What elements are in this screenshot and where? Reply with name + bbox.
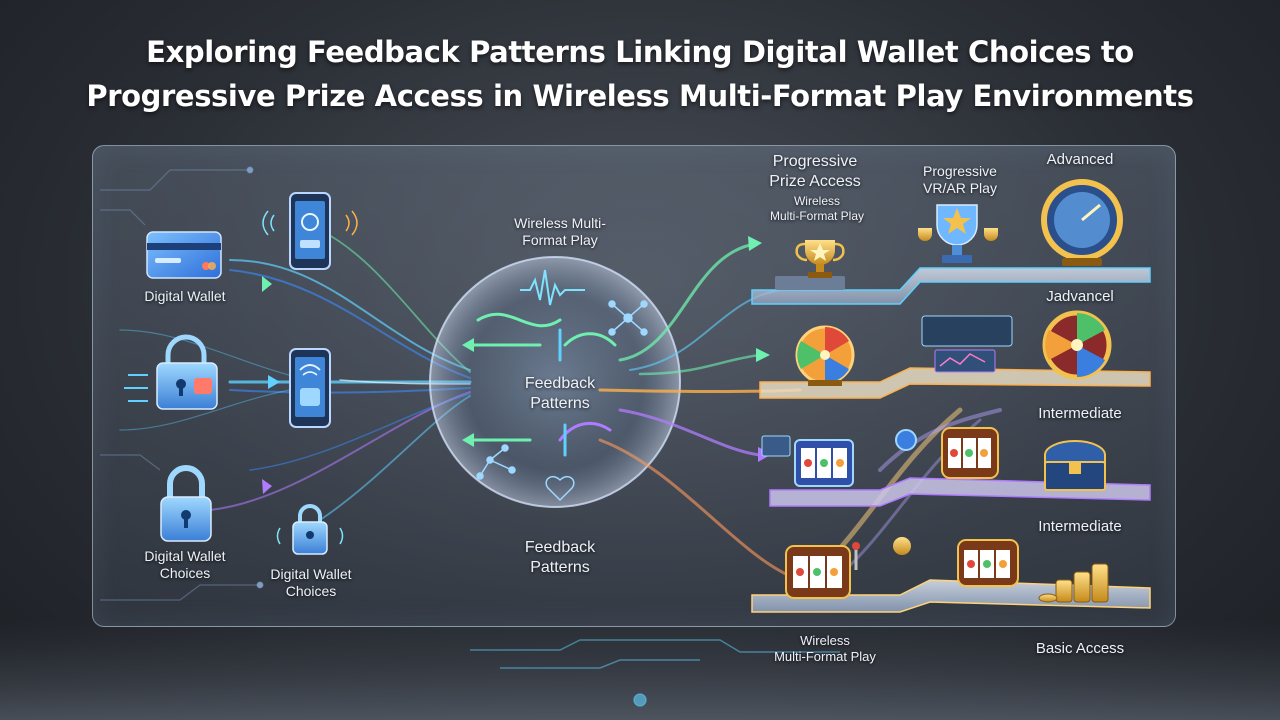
hub-inner-arrows (462, 312, 617, 457)
below-line2: Patterns (530, 559, 590, 576)
floor-circuit-lines (470, 639, 840, 707)
level-advanced: Advanced (1046, 151, 1114, 168)
waveform-icon (520, 269, 585, 306)
advanced-gauge-icon (1041, 179, 1123, 266)
label-progressive-prize-access: Progressive Prize Access (750, 152, 880, 192)
wireless-small-line2: Multi-Format Play (769, 209, 864, 223)
slot-machine-2-icon (941, 427, 999, 479)
nfc-phone-icon (289, 348, 331, 428)
small-padlock-icon (276, 504, 344, 555)
circuit-traces (100, 166, 264, 601)
label-feedback-patterns-center: Feedback Patterns (490, 374, 630, 414)
below-line1: Feedback (524, 539, 596, 556)
vr-line1: Progressive (923, 163, 997, 179)
heart-circuit-icon (545, 476, 575, 502)
page-title: Exploring Feedback Patterns Linking Digi… (0, 30, 1280, 118)
label-wallet-choices-b: Digital Wallet Choices (248, 566, 374, 600)
level-basic-access: Basic Access (1035, 640, 1125, 657)
bottom-wireless-line1: Wireless (800, 633, 850, 648)
label-digital-wallet: Digital Wallet (144, 288, 226, 304)
label-wireless-small: Wireless Multi-Format Play (752, 194, 882, 224)
smartphone-icon (262, 192, 358, 270)
wireless-line2: Format Play (522, 232, 598, 248)
network-cluster-icon (476, 444, 516, 480)
bottom-wireless-line2: Multi-Format Play (774, 649, 876, 664)
network-node-icon (608, 300, 648, 336)
padlock-card-icon (124, 334, 218, 410)
prize-wheel-icon (795, 325, 855, 386)
level-intermediate-2: Intermediate (1038, 518, 1122, 535)
gold-coins-icon (1038, 563, 1109, 603)
tier-platform-top (751, 267, 1151, 305)
slot-machine-4-icon (957, 539, 1019, 587)
wallet-choices-b-line2: Choices (285, 583, 337, 599)
title-line-2: Progressive Prize Access in Wireless Mul… (86, 79, 1194, 113)
label-bottom-wireless: Wireless Multi-Format Play (755, 633, 895, 665)
label-wireless-multi-format: Wireless Multi- Format Play (490, 215, 630, 249)
trophy-icon (795, 240, 845, 278)
label-progressive-vr-ar: Progressive VR/AR Play (900, 163, 1020, 197)
advanced-wheel-icon (1042, 310, 1112, 380)
center-line1: Feedback (524, 375, 596, 392)
feedback-hub-circle (429, 256, 681, 508)
treasure-chest-icon (1044, 440, 1106, 491)
tier-platform-2 (759, 367, 1151, 399)
padlock-icon (160, 465, 212, 542)
vr-line2: VR/AR Play (923, 180, 997, 196)
stream-arrow-heads (262, 276, 280, 494)
wireless-small-line1: Wireless (793, 194, 840, 208)
prize-line1: Progressive (772, 153, 858, 170)
slot-machine-3-icon (785, 537, 911, 599)
center-line2: Patterns (530, 395, 590, 412)
label-wallet-choices-a: Digital Wallet Choices (122, 548, 248, 582)
tier-platform-4 (751, 579, 1151, 613)
credit-card-icon (146, 231, 222, 279)
label-feedback-patterns-below: Feedback Patterns (490, 538, 630, 578)
prize-line2: Prize Access (769, 173, 861, 190)
right-arrow-heads (748, 236, 772, 462)
wireless-line1: Wireless Multi- (514, 215, 606, 231)
level-advanced-2: Jadvancel (1046, 288, 1114, 305)
level-intermediate-1: Intermediate (1038, 405, 1122, 422)
vr-trophy-icon (918, 204, 998, 263)
wallet-choices-b-line1: Digital Wallet (270, 566, 352, 582)
wallet-choices-a-line2: Choices (159, 565, 211, 581)
slot-machine-icon (761, 429, 917, 487)
dashboard-screens-icon (921, 315, 1013, 373)
wallet-choices-a-line1: Digital Wallet (144, 548, 226, 564)
title-line-1: Exploring Feedback Patterns Linking Digi… (146, 35, 1134, 69)
